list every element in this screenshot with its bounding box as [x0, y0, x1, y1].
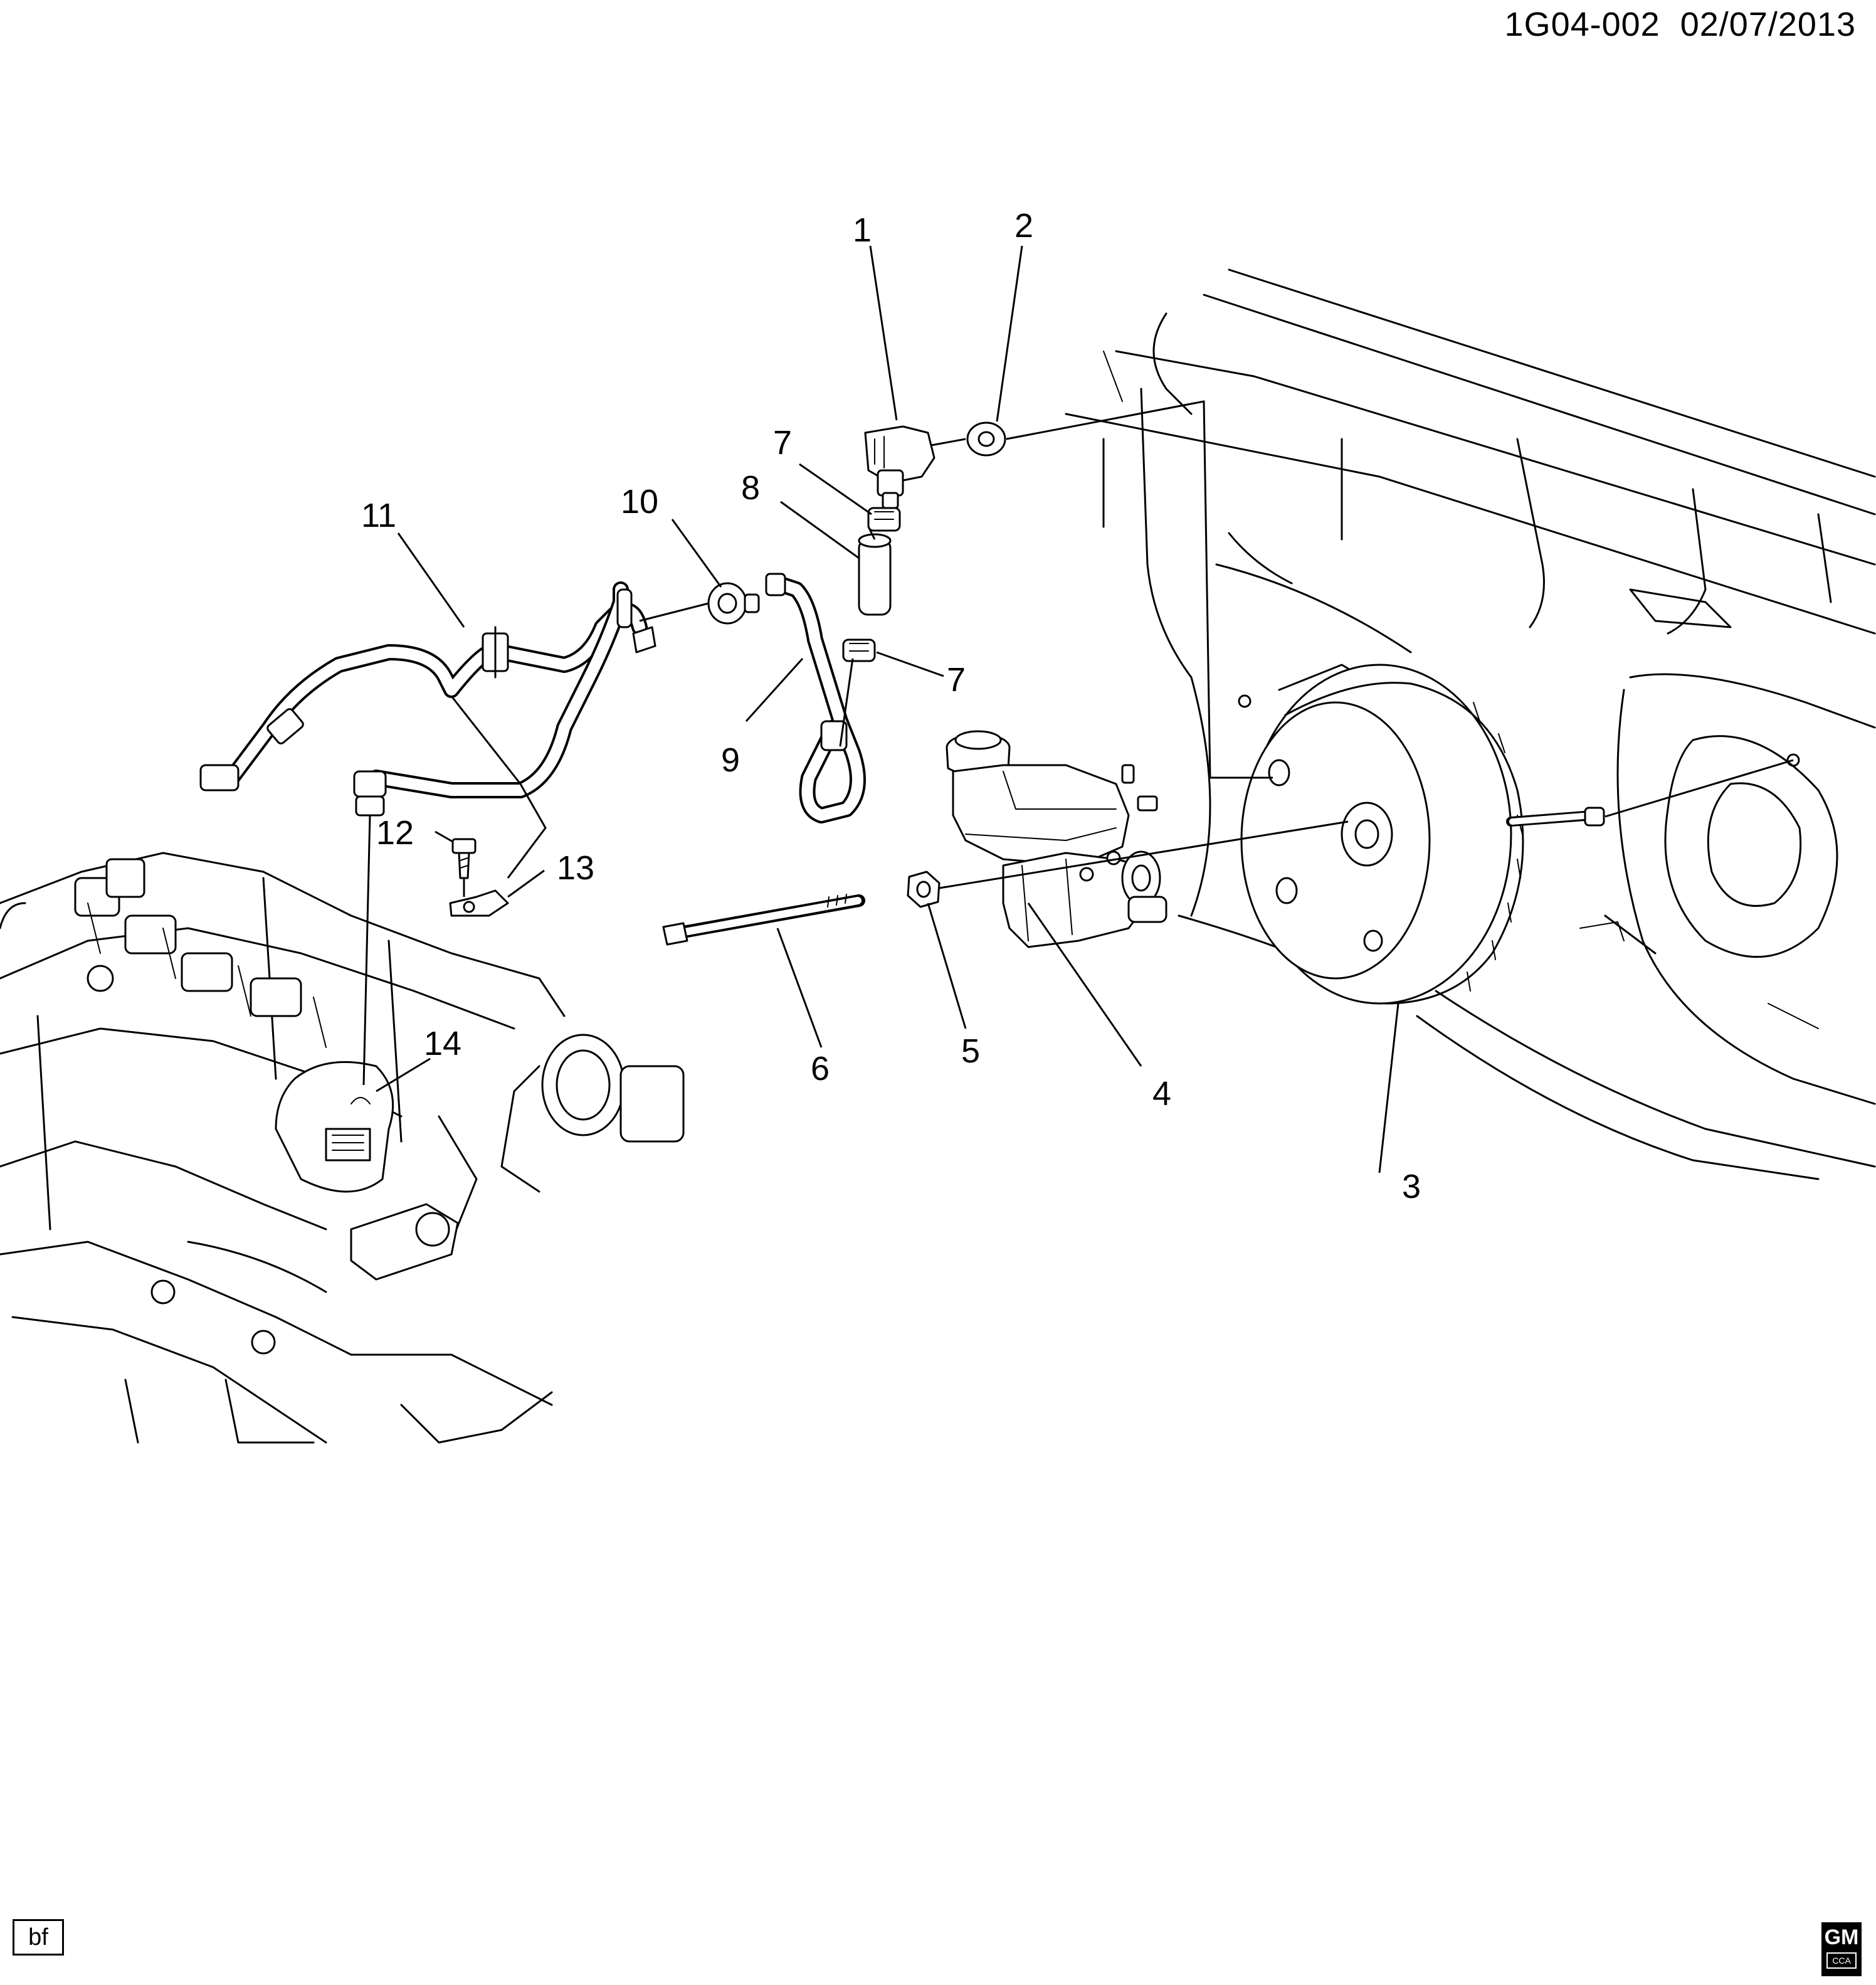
- part-9-hose: [765, 573, 866, 823]
- bf-badge: bf: [13, 1919, 64, 1956]
- callout-1: 1: [853, 211, 872, 249]
- part-7-clamp-lower: [842, 638, 876, 662]
- diagram-date: 02/07/2013: [1680, 6, 1856, 43]
- part-4-master-cylinder: [946, 730, 1167, 948]
- callout-7-lower: 7: [947, 661, 966, 699]
- gm-logo-text: GM: [1824, 1925, 1859, 1949]
- callout-4: 4: [1152, 1075, 1171, 1113]
- callout-3: 3: [1402, 1168, 1421, 1205]
- part-6-stud-bolt: [662, 894, 865, 946]
- callout-11: 11: [361, 497, 396, 534]
- callout-7-upper: 7: [773, 424, 792, 462]
- part-11-vacuum-hose-assembly: [199, 581, 656, 817]
- part-8-tube: [858, 533, 892, 616]
- part-3-brake-booster: [1240, 664, 1625, 1005]
- part-10-check-valve: [707, 582, 760, 625]
- engine-assembly: [0, 852, 685, 1444]
- leader-lines: [362, 245, 1794, 1173]
- callout-14: 14: [424, 1025, 461, 1062]
- part-7-clamp-upper: [867, 507, 901, 532]
- part-13-bracket: [449, 889, 509, 917]
- gm-logo-subtext: CCA: [1826, 1952, 1857, 1969]
- gm-logo: GM CCA: [1821, 1922, 1862, 1976]
- callout-9: 9: [721, 741, 740, 779]
- part-5-nut: [907, 871, 941, 908]
- callouts: 1 2 3 4 5 6 7 7 8 9 10 11 12 13 14: [361, 207, 1421, 1205]
- callout-13: 13: [557, 849, 594, 887]
- callout-10: 10: [621, 483, 658, 521]
- diagram-id-header: 1G04-002 02/07/2013: [1505, 5, 1856, 44]
- callout-2: 2: [1014, 207, 1033, 245]
- diagram-code: 1G04-002: [1504, 6, 1660, 43]
- throttle-body: [500, 1034, 685, 1193]
- part-12-bolt: [451, 838, 477, 879]
- dash-panel-body: [1065, 268, 1876, 1180]
- callout-6: 6: [811, 1050, 830, 1088]
- part-2-grommet: [966, 421, 1006, 457]
- part-1-vacuum-sensor: [864, 425, 935, 509]
- callout-12: 12: [376, 814, 414, 852]
- callout-5: 5: [961, 1032, 980, 1070]
- vacuum-pump: [275, 1061, 394, 1193]
- callout-8: 8: [741, 469, 760, 507]
